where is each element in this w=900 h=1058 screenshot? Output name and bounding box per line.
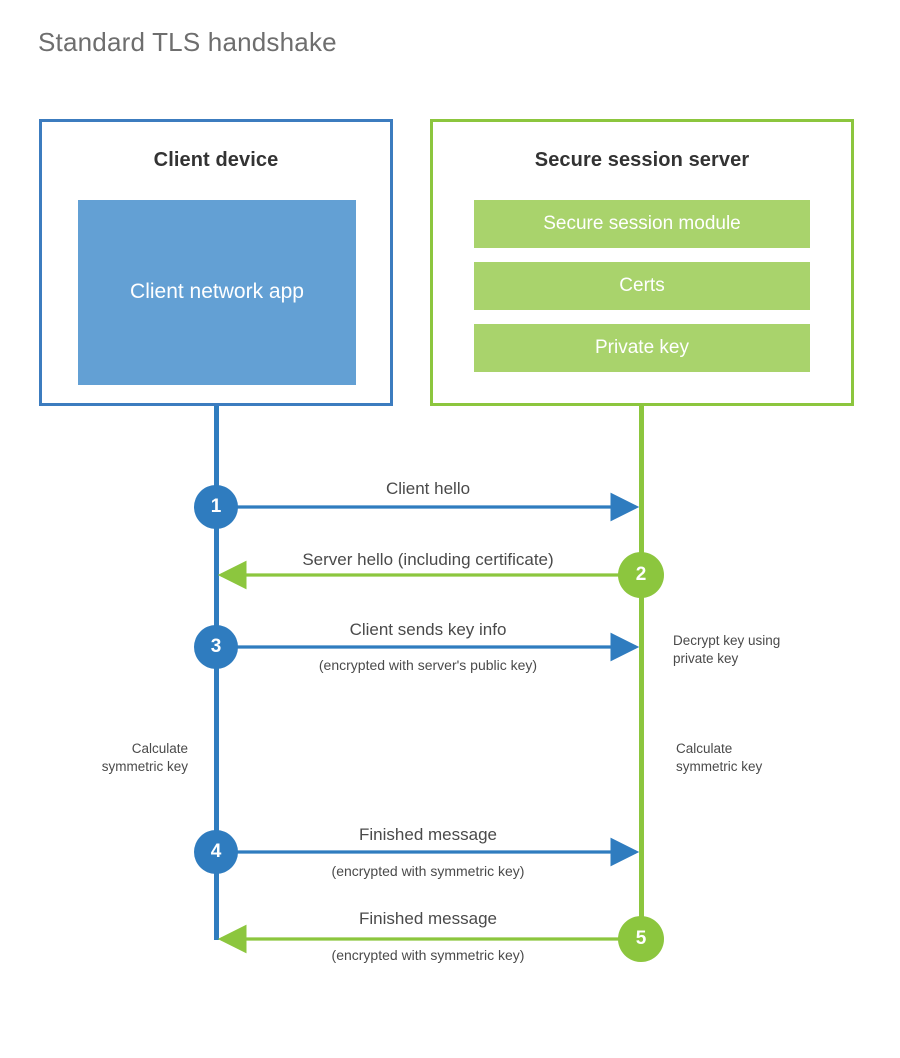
step-4-label: Finished message	[359, 825, 497, 844]
step-marker-4-number: 4	[210, 841, 222, 862]
server-component-certs: Certs	[474, 262, 810, 310]
client-device-title: Client device	[153, 149, 279, 171]
client-calculate-symmetric-key-note: Calculate symmetric key	[101, 741, 188, 775]
step-marker-2[interactable]: 2	[618, 552, 664, 598]
server-lifeline	[639, 406, 644, 940]
secure-session-server-box: Secure session server Secure session mod…	[430, 119, 854, 406]
server-decrypt-note: Decrypt key using private key	[673, 633, 781, 667]
step-4-sublabel: (encrypted with symmetric key)	[331, 863, 525, 879]
step-marker-1[interactable]: 1	[194, 485, 238, 529]
client-network-app-block: Client network app	[78, 200, 356, 385]
server-calculate-symmetric-key-note: Calculate symmetric key	[676, 741, 763, 775]
step-5-sublabel: (encrypted with symmetric key)	[331, 947, 525, 963]
step-marker-2-number: 2	[635, 564, 647, 585]
server-component-private-key: Private key	[474, 324, 810, 372]
page-title: Standard TLS handshake	[38, 27, 337, 57]
step-marker-5[interactable]: 5	[618, 916, 664, 962]
step-marker-1-number: 1	[210, 496, 222, 517]
step-3-label: Client sends key info	[349, 620, 507, 639]
client-device-box: Client device Client network app	[39, 119, 393, 406]
step-2-label: Server hello (including certificate)	[302, 550, 554, 569]
step-5-label: Finished message	[359, 909, 497, 928]
server-component-list: Secure session module Certs Private key	[474, 200, 810, 372]
step-3-sublabel: (encrypted with server's public key)	[318, 657, 538, 673]
step-1-label: Client hello	[385, 479, 471, 498]
step-marker-4[interactable]: 4	[194, 830, 238, 874]
step-marker-3[interactable]: 3	[194, 625, 238, 669]
server-component-secure-session-module: Secure session module	[474, 200, 810, 248]
step-marker-5-number: 5	[635, 928, 647, 949]
secure-session-server-title: Secure session server	[534, 149, 750, 171]
client-lifeline	[214, 406, 219, 940]
step-marker-3-number: 3	[210, 636, 222, 657]
